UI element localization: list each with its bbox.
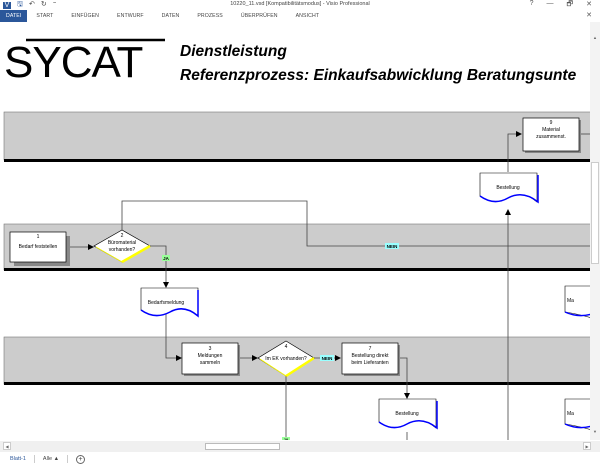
decision-2-bueromaterial[interactable]: 2 Büromaterial vorhanden? — [93, 229, 151, 264]
title-bar: V 🖫 ↶ ↻ ⁼ 10220_11.vsd [Kompatibilitätsm… — [0, 0, 600, 10]
connector-2-nein — [121, 200, 590, 247]
connector-7-bestellung — [397, 357, 410, 399]
process-1-number: 1 — [37, 234, 40, 240]
sycat-logo: SYCAT — [4, 38, 143, 87]
document-bedarfsmeldung-label: Bedarfsmeldung — [148, 300, 185, 306]
document-bestellung-bottom[interactable]: Bestellung — [378, 398, 438, 430]
swimlane-3-border — [4, 382, 590, 385]
swimlane-2-border — [4, 268, 590, 271]
document-bedarfsmeldung[interactable]: Bedarfsmeldung — [140, 287, 199, 318]
sheet-tab-blatt-1[interactable]: Blatt-1 — [10, 456, 26, 462]
swimlane-1-border — [4, 159, 590, 162]
decision-2-label1: Büromaterial — [108, 240, 136, 246]
scroll-left-button[interactable]: ◀ — [3, 442, 11, 450]
ja-label-2: JA — [283, 437, 288, 440]
decision-4-label: Im EK vorhanden? — [265, 356, 307, 362]
process-7-label2: beim Lieferanten — [351, 360, 388, 366]
process-9-label2: zusammenst. — [536, 134, 566, 140]
decision-2-number: 2 — [121, 233, 124, 239]
drawing-canvas[interactable]: SYCAT Dienstleistung Referenzprozess: Ei… — [0, 22, 590, 440]
tab-einfuegen[interactable]: EINFÜGEN — [71, 13, 100, 19]
process-1-bedarf-feststellen[interactable]: 1 Bedarf feststellen — [9, 231, 70, 266]
tab-start[interactable]: START — [36, 13, 54, 19]
all-sheets-button[interactable]: Alle ▲ — [42, 456, 60, 462]
ja-badge-1 — [162, 255, 170, 261]
process-7-bestellung-direkt[interactable]: 7 Bestellung direkt beim Lieferanten — [341, 342, 400, 376]
scroll-right-button[interactable]: ▶ — [583, 442, 591, 450]
help-button[interactable]: ? — [529, 0, 534, 7]
document-right-partial-2-label: Ma — [567, 411, 574, 417]
tab-daten[interactable]: DATEN — [161, 13, 180, 19]
scroll-up-button[interactable]: ▲ — [593, 35, 597, 40]
document-bestellung-top-label: Bestellung — [496, 185, 520, 191]
connector-bestellung-top-9 — [507, 131, 522, 172]
ja-badge-2 — [282, 437, 290, 440]
tab-entwurf[interactable]: ENTWURF — [117, 13, 144, 19]
swimlane-1 — [3, 111, 590, 161]
decision-2-label2: vorhanden? — [109, 247, 136, 253]
customize-qat-icon[interactable]: ⁼ — [52, 1, 57, 8]
diagram-svg: SYCAT Dienstleistung Referenzprozess: Ei… — [3, 38, 590, 440]
document-right-partial-1-label: Ma — [567, 298, 574, 304]
process-3-meldungen-sammeln[interactable]: 3 Meldungen sammeln — [181, 342, 240, 376]
horizontal-scroll-thumb[interactable] — [205, 443, 280, 450]
close-document-button[interactable]: ✕ — [586, 12, 592, 19]
diagram-title-line1: Dienstleistung — [180, 43, 287, 60]
horizontal-scrollbar[interactable]: ◀ ▶ — [0, 441, 600, 452]
vertical-scroll-thumb[interactable] — [591, 162, 599, 264]
scroll-down-button[interactable]: ▼ — [593, 429, 597, 434]
nein-badge-1 — [385, 243, 399, 249]
ja-label-1: JA — [163, 256, 170, 261]
document-bestellung-top[interactable]: Bestellung — [479, 172, 539, 204]
process-3-label2: sammeln — [200, 360, 221, 366]
document-right-partial-2[interactable]: Ma — [564, 398, 590, 430]
tab-prozess[interactable]: PROZESS — [197, 13, 223, 19]
document-bestellung-bottom-label: Bestellung — [395, 411, 419, 417]
process-9-number: 9 — [550, 120, 553, 126]
divider — [67, 455, 69, 463]
tab-datei[interactable]: DATEI — [0, 10, 28, 22]
close-button[interactable]: ✕ — [586, 1, 592, 8]
connector-2-ja — [150, 245, 169, 288]
process-7-label1: Bestellung direkt — [352, 353, 390, 359]
decision-4-number: 4 — [285, 344, 288, 350]
quick-access-toolbar: V 🖫 ↶ ↻ ⁼ — [3, 1, 56, 9]
vertical-scrollbar[interactable]: ▲ ▼ — [590, 22, 600, 440]
divider — [33, 455, 35, 463]
process-1-label: Bedarf feststellen — [19, 244, 58, 250]
save-icon[interactable]: 🖫 — [17, 1, 23, 8]
connector-bedarfsmeldung-3 — [165, 314, 182, 361]
status-bar: Blatt-1 Alle ▲ + — [0, 452, 600, 466]
add-sheet-icon[interactable]: + — [76, 454, 86, 464]
undo-icon[interactable]: ↶ — [28, 1, 35, 8]
redo-icon[interactable]: ↻ — [40, 1, 47, 8]
process-9-label1: Material — [542, 127, 560, 133]
nein-badge-2 — [320, 355, 334, 361]
tab-ansicht[interactable]: ANSICHT — [295, 13, 320, 19]
tab-ueberpruefen[interactable]: ÜBERPRÜFEN — [240, 13, 278, 19]
document-right-partial-1[interactable]: Ma — [564, 285, 590, 318]
diagram-title-line2: Referenzprozess: Einkaufsabwicklung Bera… — [180, 67, 577, 84]
visio-app-icon[interactable]: V — [3, 1, 11, 9]
process-9-material-zusammenst[interactable]: 9 Material zusammenst. — [522, 117, 581, 153]
decision-4-im-ek-vorhanden[interactable]: 4 Im EK vorhanden? — [257, 340, 315, 378]
nein-label-1: NEIN — [387, 244, 398, 249]
process-7-number: 7 — [369, 346, 372, 352]
nein-label-2: NEIN — [322, 356, 333, 361]
process-3-label1: Meldungen — [198, 353, 223, 359]
window-title: 10220_11.vsd [Kompatibilitätsmodus] - Vi… — [230, 1, 370, 7]
restore-button[interactable]: 🗗 — [566, 1, 574, 8]
minimize-button[interactable]: — — [546, 0, 554, 7]
process-3-number: 3 — [209, 346, 212, 352]
ribbon-tabs: DATEI START EINFÜGEN ENTWURF DATEN PROZE… — [0, 10, 600, 22]
